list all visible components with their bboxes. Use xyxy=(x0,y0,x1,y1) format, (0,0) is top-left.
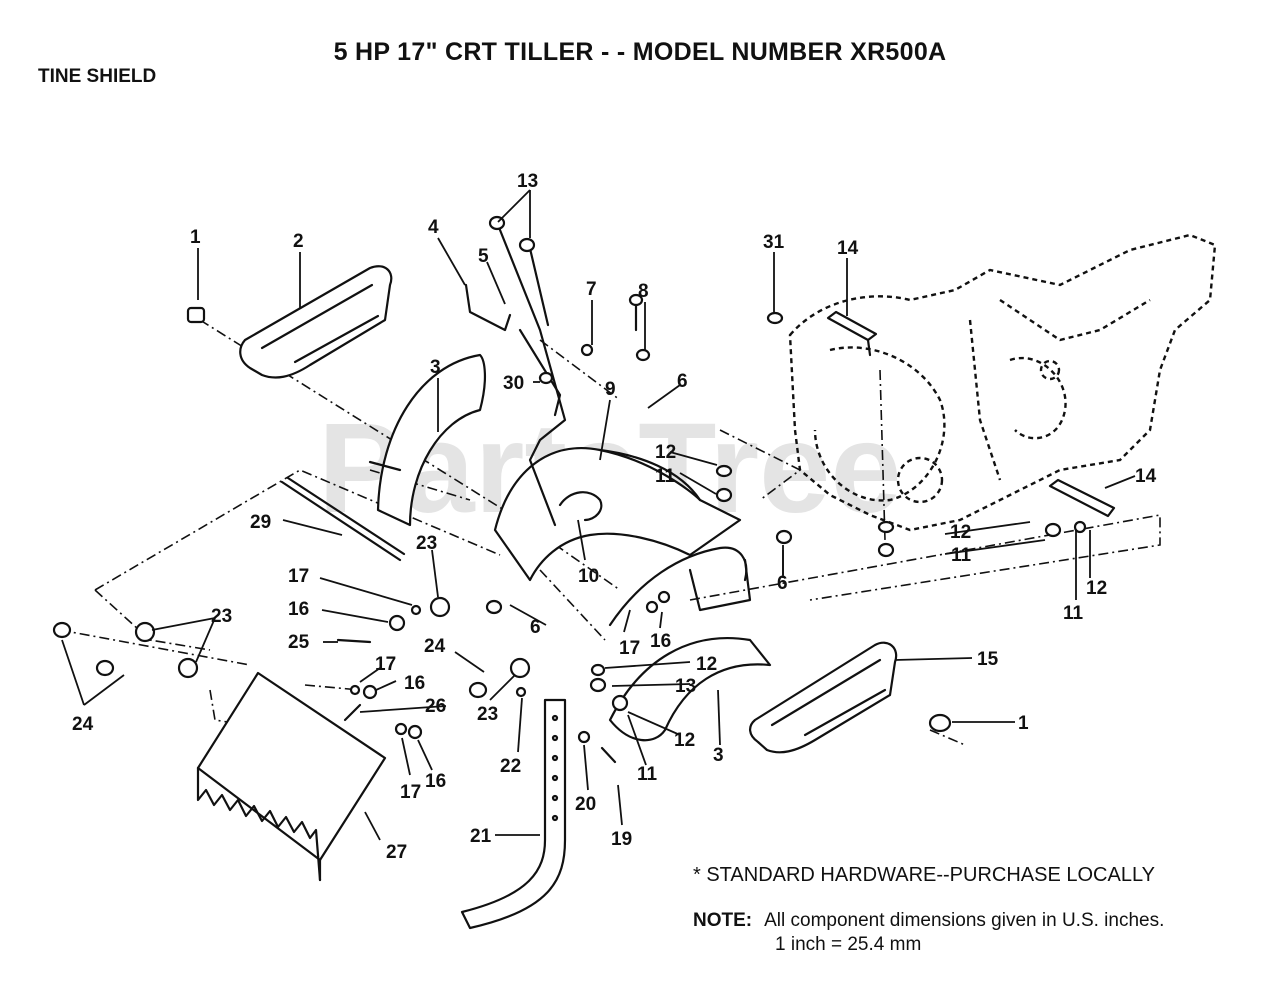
callout-25: 25 xyxy=(288,632,310,653)
callout-24-a: 24 xyxy=(424,636,446,657)
callout-17-c: 17 xyxy=(375,654,396,675)
part-13-rod xyxy=(496,223,567,527)
part-29-rod xyxy=(280,480,402,562)
callout-23-a: 23 xyxy=(416,533,437,554)
callout-1-left: 1 xyxy=(190,227,201,248)
callout-12-c: 12 xyxy=(1086,578,1107,599)
callout-16-c: 16 xyxy=(404,673,425,694)
callout-19: 19 xyxy=(611,829,632,850)
callout-17-a: 17 xyxy=(288,566,309,587)
callout-11-c: 11 xyxy=(1063,603,1084,624)
part-3-shield-left xyxy=(368,353,486,527)
callout-12-b: 12 xyxy=(950,522,971,543)
callout-6-low: 6 xyxy=(530,617,541,638)
callout-7: 7 xyxy=(586,279,597,300)
callout-6-mid: 6 xyxy=(777,573,788,594)
part-27-flap xyxy=(196,671,387,882)
callout-24-b: 24 xyxy=(72,714,94,735)
callout-5: 5 xyxy=(478,246,489,267)
callout-17-d: 17 xyxy=(400,782,421,803)
callout-26: 26 xyxy=(425,696,446,717)
callout-16-a: 16 xyxy=(288,599,309,620)
callout-10: 10 xyxy=(578,566,599,587)
callout-1-right: 1 xyxy=(1018,713,1029,734)
leader-lines xyxy=(61,189,1136,841)
callout-2: 2 xyxy=(293,231,304,252)
callout-13-top: 13 xyxy=(517,171,538,192)
callout-14-top: 14 xyxy=(837,238,859,259)
callout-31: 31 xyxy=(763,232,785,253)
tiller-body-outline xyxy=(788,233,1217,532)
page-title: 5 HP 17" CRT TILLER - - MODEL NUMBER XR5… xyxy=(333,38,947,66)
standard-hardware-footnote: * STANDARD HARDWARE--PURCHASE LOCALLY xyxy=(693,864,1155,886)
callout-22: 22 xyxy=(500,756,521,777)
note-conversion: 1 inch = 25.4 mm xyxy=(775,934,922,955)
callout-16-d: 16 xyxy=(425,771,446,792)
callout-14-right: 14 xyxy=(1135,466,1157,487)
callout-8: 8 xyxy=(638,281,649,302)
callout-30: 30 xyxy=(503,373,524,394)
callout-23-c: 23 xyxy=(477,704,498,725)
callout-12-a: 12 xyxy=(655,442,676,463)
callout-9: 9 xyxy=(605,379,616,400)
part-9-main-shield xyxy=(493,447,742,582)
part-4-rod xyxy=(464,283,512,332)
callout-29: 29 xyxy=(250,512,271,533)
callout-4: 4 xyxy=(428,217,439,238)
callout-11-d: 11 xyxy=(637,764,658,785)
part-14-bracket-right xyxy=(1048,478,1116,518)
callout-3-right: 3 xyxy=(713,745,724,766)
callout-11-a: 11 xyxy=(655,466,676,487)
callout-16-b: 16 xyxy=(650,631,671,652)
note-text: All component dimensions given in U.S. i… xyxy=(764,910,1165,931)
part-3-shield-right xyxy=(608,637,772,742)
callout-3-left: 3 xyxy=(430,357,441,378)
callout-labels: 1 1 2 3 3 4 5 6 6 6 7 8 9 10 11 11 11 11… xyxy=(72,171,1157,863)
part-14-bracket-top xyxy=(826,310,878,342)
part-2-side-plate xyxy=(239,265,393,379)
callout-12-d: 12 xyxy=(696,654,717,675)
callout-6-top: 6 xyxy=(677,371,688,392)
callout-23-b: 23 xyxy=(211,606,232,627)
callout-20: 20 xyxy=(575,794,596,815)
section-label: TINE SHIELD xyxy=(38,66,157,87)
callout-21: 21 xyxy=(470,826,492,847)
callout-11-b: 11 xyxy=(951,545,972,566)
callout-17-b: 17 xyxy=(619,638,640,659)
callout-12-e: 12 xyxy=(674,730,695,751)
part-21-depth-bar xyxy=(460,698,567,930)
callout-27: 27 xyxy=(386,842,407,863)
hardware xyxy=(52,215,1087,764)
callout-15: 15 xyxy=(977,649,999,670)
callout-13-low: 13 xyxy=(675,676,696,697)
note-label: NOTE: xyxy=(693,910,753,931)
part-29-rod-edge xyxy=(286,476,406,556)
part-15-side-plate xyxy=(749,641,898,754)
part-right-bracket xyxy=(608,546,752,627)
units-note: NOTE: All component dimensions given in U… xyxy=(693,909,1164,957)
